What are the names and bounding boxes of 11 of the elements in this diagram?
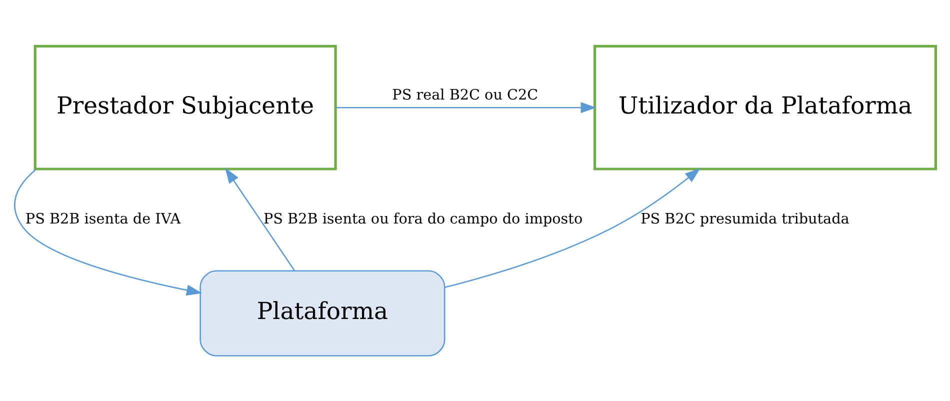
arrow <box>336 102 596 113</box>
arrow <box>14 168 202 296</box>
node-box: Prestador Subjacente <box>34 44 337 170</box>
edge-label: PS B2B isenta de IVA <box>25 211 181 228</box>
node-box: Utilizador da Plataforma <box>593 44 937 170</box>
edge-label: PS B2B isenta ou fora do campo do imposto <box>263 211 583 228</box>
arrow <box>444 168 701 288</box>
node-box: Plataforma <box>200 270 446 356</box>
edge-label: PS real B2C ou C2C <box>392 87 538 104</box>
edge-label: PS B2C presumida tributada <box>640 211 850 228</box>
arrow <box>225 167 296 271</box>
